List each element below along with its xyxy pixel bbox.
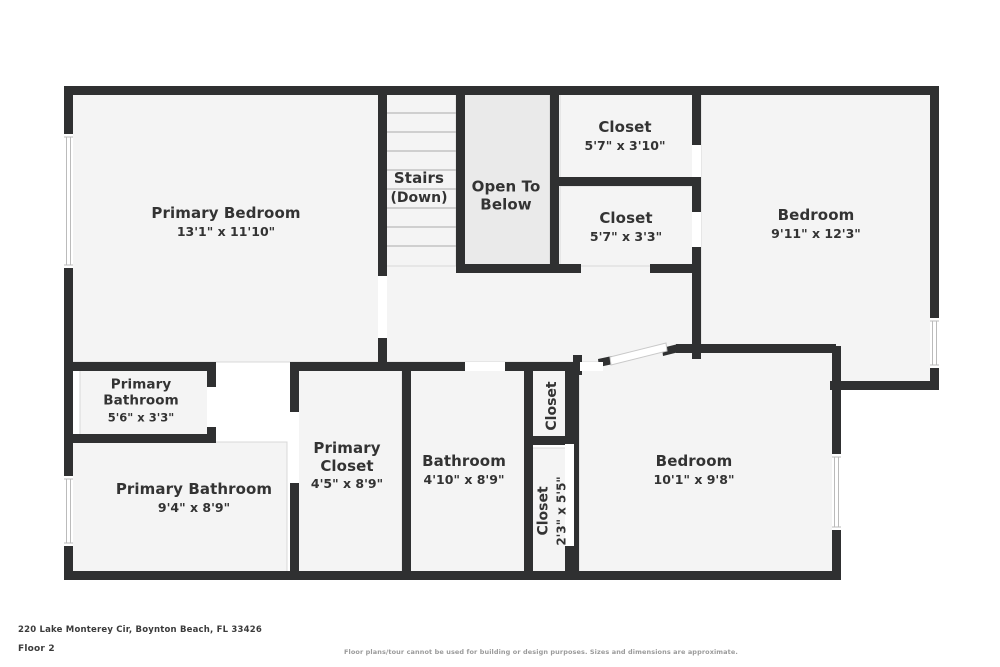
room-fill-primary-closet — [297, 369, 403, 577]
wall-hallcloset-right-b — [565, 546, 574, 576]
windows — [64, 134, 939, 546]
room-fill-stairs — [385, 93, 457, 267]
wall-right-lower-b — [832, 530, 841, 580]
wall-closet-right-c — [692, 247, 701, 273]
wall-exterior-left-a — [64, 86, 73, 134]
door-bathroom — [465, 362, 505, 371]
wall-closet-lower-bottom-a — [559, 264, 581, 273]
wall-pbath-small-top — [72, 362, 216, 371]
disclaimer-text: Floor plans/tour cannot be used for buil… — [344, 648, 738, 656]
room-label-closet-hall-upper: Closet — [544, 381, 560, 430]
room-fill-closet-lower — [559, 185, 694, 267]
floor-label: Floor 2 — [18, 644, 55, 654]
door-closet-lower — [692, 212, 701, 247]
wall-right-lower-a — [832, 346, 841, 454]
wall-exterior-top — [64, 86, 939, 95]
property-address: 220 Lake Monterey Cir, Boynton Beach, FL… — [18, 625, 262, 635]
door-primary-closet — [290, 412, 299, 483]
door-closet-upper — [692, 145, 701, 177]
window-left-upper — [64, 134, 73, 268]
room-name: Closet — [535, 486, 552, 536]
wall-bedroom-lower-left-b — [573, 375, 579, 576]
wall-pbath-small-right-a — [207, 362, 216, 387]
wall-closet-divider — [559, 177, 693, 186]
wall-exterior-bottom-left — [64, 571, 409, 580]
wall-hall-bottom-b — [505, 362, 580, 371]
room-fill-bedroom-lower-right — [578, 345, 834, 577]
wall-exterior-right-a — [930, 86, 939, 318]
stair-treads — [387, 112, 456, 247]
room-fill-primary-bedroom — [71, 93, 381, 363]
wall-exterior-bottom-right — [579, 571, 841, 580]
footer: 220 Lake Monterey Cir, Boynton Beach, FL… — [0, 620, 1000, 667]
wall-openbelow-left — [456, 86, 465, 273]
wall-pcloset-left-b — [290, 483, 299, 576]
wall-pcloset-left-a — [290, 362, 299, 412]
door-closet-hall-lower — [565, 444, 574, 546]
wall-bathroom-right — [524, 362, 533, 576]
room-fill-hallway — [385, 265, 702, 363]
wall-pcloset-right — [402, 362, 411, 576]
room-dimensions: 2'3" x 5'5" — [554, 476, 569, 546]
wall-exterior-right-b — [930, 368, 939, 390]
window-right-lower — [832, 454, 841, 530]
room-label-closet-hall-lower: Closet 2'3" x 5'5" — [536, 476, 569, 545]
wall-hallcloset-right-a — [565, 362, 574, 444]
room-name: Closet — [544, 381, 560, 431]
wall-openbelow-right — [550, 86, 559, 273]
door-primary-bathroom-small — [207, 387, 216, 427]
angled-window — [609, 342, 668, 366]
wall-closet-right-a — [692, 86, 701, 145]
room-fill-primary-bathroom — [71, 441, 288, 577]
wall-pbath-small-bottom — [72, 434, 216, 443]
wall-exterior-bottom-mid — [409, 571, 579, 580]
door-closet-hall-upper — [580, 362, 603, 371]
window-angled-glass — [609, 342, 668, 366]
wall-hall-bottom-a — [411, 362, 465, 371]
window-left-lower — [64, 476, 73, 546]
room-fill-open-to-below — [463, 93, 551, 267]
wall-stairwell-left-a — [378, 86, 387, 276]
door-primary-bedroom — [378, 276, 387, 338]
wall-closet-right-b — [692, 177, 701, 212]
wall-closet-lower-bottom-b — [650, 264, 701, 273]
walls — [64, 86, 939, 580]
wall-openbelow-bottom — [456, 264, 559, 273]
wall-exterior-left-b — [64, 268, 73, 366]
room-fill-closet-upper — [559, 93, 694, 179]
wall-bedroom-lower-left-a — [573, 355, 582, 375]
room-fill-bedroom-upper-right — [700, 93, 932, 383]
wall-exterior-left-c — [64, 366, 73, 476]
wall-hall-right-upper — [692, 264, 701, 359]
wall-exterior-left-d — [64, 546, 73, 580]
wall-pcloset-top — [290, 362, 411, 371]
wall-hallcloset-divider — [524, 436, 574, 445]
window-right-upper — [930, 318, 939, 368]
wall-angled-right-stub — [676, 344, 836, 353]
wall-stairwell-left-b — [378, 338, 387, 366]
room-fill-primary-bathroom-small — [79, 369, 209, 443]
room-fill-bathroom — [407, 369, 526, 577]
wall-exterior-right-bottom — [830, 381, 939, 390]
room-fills — [71, 93, 932, 577]
